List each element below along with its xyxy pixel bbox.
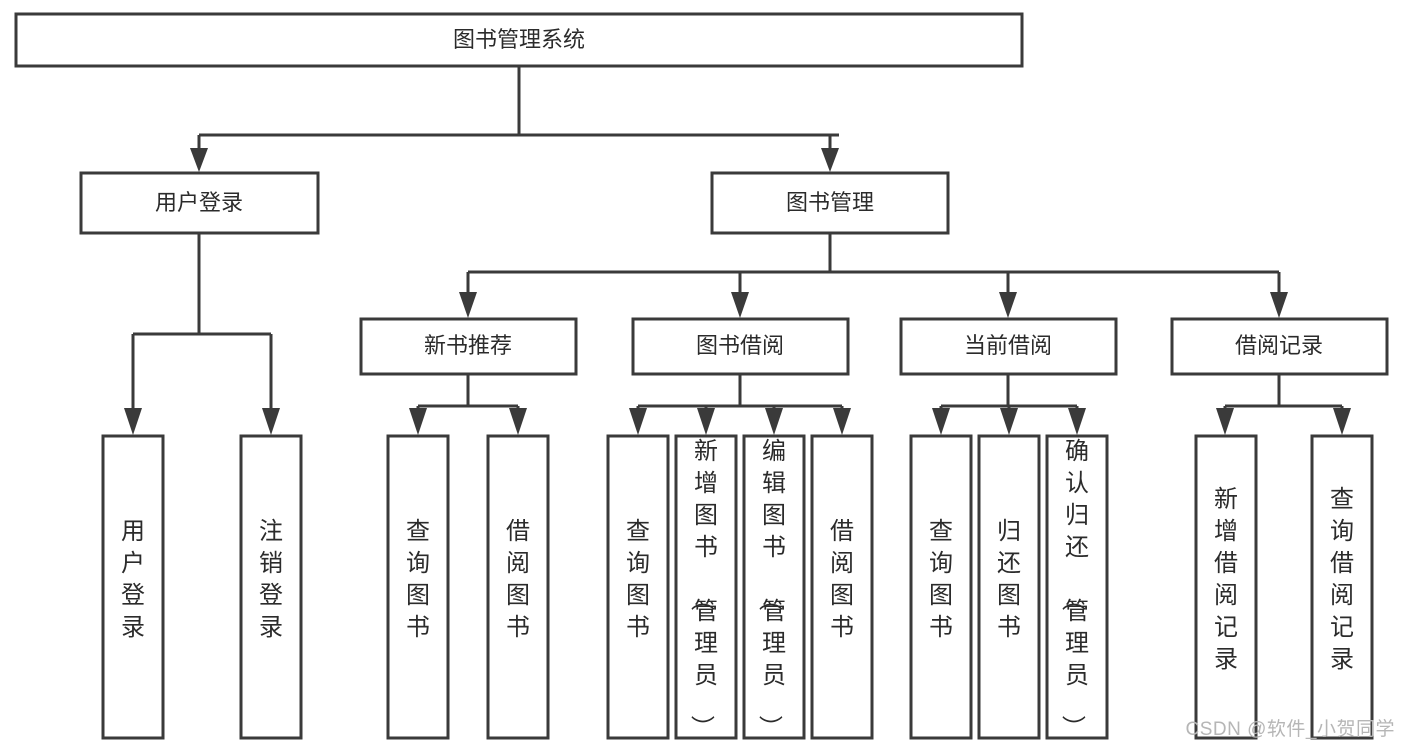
node-current-borrow-label: 当前借阅 xyxy=(964,333,1052,358)
node-root[interactable]: 图书管理系统 xyxy=(14,12,1024,68)
leaf-query-record-box[interactable] xyxy=(1310,434,1374,740)
node-new-book-recommend-label: 新书推荐 xyxy=(424,333,512,358)
arrow-to-user-login xyxy=(190,148,208,172)
node-root-label: 图书管理系统 xyxy=(453,27,585,52)
leaf-query-book-2[interactable]: 查询图书 xyxy=(606,434,670,740)
leaf-add-book-box[interactable] xyxy=(674,434,738,740)
leaf-borrow-book-1-box[interactable] xyxy=(486,434,550,740)
leaf-confirm-return-box[interactable] xyxy=(1045,434,1109,740)
leaf-query-book-1[interactable]: 查询图书 xyxy=(386,434,450,740)
leaf-query-book-3[interactable]: 查询图书 xyxy=(909,434,973,740)
node-new-book-recommend-box[interactable] xyxy=(359,317,578,376)
node-book-borrow-label: 图书借阅 xyxy=(696,333,784,358)
leaf-query-record-label: 查询借阅记录 xyxy=(1330,486,1354,673)
arrow-to-leaf-confirm-return xyxy=(1068,408,1086,435)
arrow-to-new-book-recommend xyxy=(459,292,477,318)
node-borrow-record-label: 借阅记录 xyxy=(1235,333,1323,358)
leaf-add-book[interactable]: 新增图书（管理员） xyxy=(674,434,738,740)
leaf-return-book-label: 归还图书 xyxy=(997,518,1021,641)
node-book-borrow[interactable]: 图书借阅 xyxy=(631,317,850,376)
leaf-return-book-box[interactable] xyxy=(977,434,1041,740)
leaf-user-logout-box[interactable] xyxy=(239,434,303,740)
node-book-manage-label: 图书管理 xyxy=(786,190,874,215)
node-book-manage[interactable]: 图书管理 xyxy=(710,171,950,235)
connector-layer xyxy=(124,67,1351,435)
arrow-to-leaf-add-record xyxy=(1216,408,1234,435)
leaf-query-book-3-box[interactable] xyxy=(909,434,973,740)
leaf-edit-book[interactable]: 编辑图书（管理员） xyxy=(742,434,806,740)
arrow-to-leaf-query-book-3 xyxy=(932,408,950,435)
leaf-query-book-2-box[interactable] xyxy=(606,434,670,740)
arrow-to-leaf-borrow-book-1 xyxy=(509,408,527,435)
arrow-to-leaf-query-book-1 xyxy=(409,408,427,435)
leaf-return-book[interactable]: 归还图书 xyxy=(977,434,1041,740)
leaf-query-book-1-label: 查询图书 xyxy=(406,518,430,641)
arrow-to-leaf-borrow-book-2 xyxy=(833,408,851,435)
node-borrow-record-box[interactable] xyxy=(1170,317,1389,376)
node-current-borrow[interactable]: 当前借阅 xyxy=(899,317,1118,376)
leaf-query-book-2-label: 查询图书 xyxy=(626,518,650,641)
leaf-edit-book-label: 编辑图书（管理员） xyxy=(756,438,786,739)
leaf-add-record-box[interactable] xyxy=(1194,434,1258,740)
leaf-user-login-label: 用户登录 xyxy=(121,518,145,641)
node-user-login-box[interactable] xyxy=(79,171,320,235)
arrow-to-borrow-record xyxy=(1270,292,1288,318)
leaf-confirm-return-label: 确认归还（管理员） xyxy=(1059,438,1089,739)
arrow-to-leaf-return-book xyxy=(1000,408,1018,435)
leaf-user-logout[interactable]: 注销登录 xyxy=(239,434,303,740)
arrow-to-book-borrow xyxy=(731,292,749,318)
leaf-confirm-return[interactable]: 确认归还（管理员） xyxy=(1045,434,1109,740)
node-user-login[interactable]: 用户登录 xyxy=(79,171,320,235)
node-new-book-recommend[interactable]: 新书推荐 xyxy=(359,317,578,376)
node-book-borrow-box[interactable] xyxy=(631,317,850,376)
node-user-login-label: 用户登录 xyxy=(155,190,243,215)
leaf-borrow-book-1[interactable]: 借阅图书 xyxy=(486,434,550,740)
arrow-to-leaf-query-book-2 xyxy=(629,408,647,435)
leaf-edit-book-box[interactable] xyxy=(742,434,806,740)
leaf-borrow-book-2[interactable]: 借阅图书 xyxy=(810,434,874,740)
node-borrow-record[interactable]: 借阅记录 xyxy=(1170,317,1389,376)
arrow-to-book-manage xyxy=(821,148,839,172)
leaf-user-logout-label: 注销登录 xyxy=(259,518,283,641)
leaf-add-record-label: 新增借阅记录 xyxy=(1214,486,1238,673)
arrow-to-leaf-edit-book xyxy=(765,408,783,435)
arrow-to-leaf-query-record xyxy=(1333,408,1351,435)
arrow-to-leaf-user-logout xyxy=(262,408,280,435)
arrow-to-leaf-user-login xyxy=(124,408,142,435)
leaf-query-book-3-label: 查询图书 xyxy=(929,518,953,641)
leaf-borrow-book-2-label: 借阅图书 xyxy=(830,518,854,641)
watermark-text: CSDN @软件_小贺同学 xyxy=(1185,719,1395,740)
node-book-manage-box[interactable] xyxy=(710,171,950,235)
leaf-query-record[interactable]: 查询借阅记录 xyxy=(1310,434,1374,740)
leaf-borrow-book-1-label: 借阅图书 xyxy=(506,518,530,641)
node-current-borrow-box[interactable] xyxy=(899,317,1118,376)
leaf-borrow-book-2-box[interactable] xyxy=(810,434,874,740)
leaf-user-login[interactable]: 用户登录 xyxy=(101,434,165,740)
node-root-box[interactable] xyxy=(14,12,1024,68)
leaf-add-book-label: 新增图书（管理员） xyxy=(688,438,718,739)
leaf-add-record[interactable]: 新增借阅记录 xyxy=(1194,434,1258,740)
leaf-query-book-1-box[interactable] xyxy=(386,434,450,740)
arrow-to-leaf-add-book xyxy=(697,408,715,435)
arrow-to-current-borrow xyxy=(999,292,1017,318)
leaf-user-login-box[interactable] xyxy=(101,434,165,740)
